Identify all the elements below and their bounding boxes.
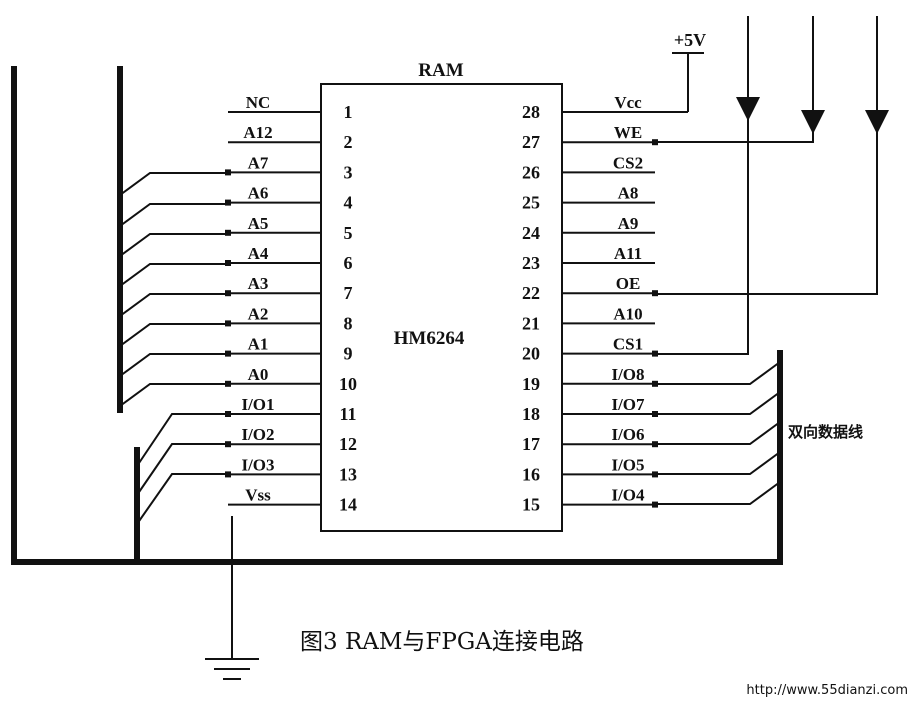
pin-node (652, 471, 658, 478)
pin-number-right: 28 (522, 102, 540, 122)
control-arrows (736, 97, 889, 134)
pin-name-left: NC (246, 93, 271, 112)
pin-number-left: 4 (344, 193, 353, 213)
pin-number-right: 25 (522, 193, 540, 213)
pin-name-right: A11 (614, 244, 642, 263)
pin-node (225, 471, 231, 478)
pin-node (652, 501, 658, 508)
pin-name-left: I/O1 (241, 395, 274, 414)
pin-number-left: 14 (339, 495, 357, 515)
pin-name-right: I/O7 (611, 395, 645, 414)
io-taps-left (136, 413, 228, 525)
pin-name-right: CS1 (613, 335, 643, 354)
pin-node (225, 229, 231, 236)
pin-number-left: 6 (344, 253, 353, 273)
pin-name-right: CS2 (613, 153, 643, 172)
pin-number-left: 13 (339, 464, 357, 484)
pin-node (652, 380, 658, 387)
pin-number-right: 18 (522, 404, 540, 424)
pin-node (225, 411, 231, 417)
pin-number-left: 5 (344, 223, 353, 243)
chip-model: HM6264 (394, 328, 465, 349)
pin-name-left: A12 (243, 123, 272, 142)
pin-name-left: A7 (248, 153, 269, 172)
io-taps-right (655, 361, 781, 505)
pin-name-left: A3 (248, 274, 269, 293)
pin-node (225, 320, 231, 327)
pin-number-left: 10 (339, 374, 357, 394)
pin-node (225, 199, 231, 206)
pin-name-left: A1 (248, 335, 269, 354)
pin-node (225, 441, 231, 448)
pin-number-right: 24 (522, 223, 540, 243)
pin-number-right: 26 (522, 162, 540, 182)
pin-number-left: 8 (344, 313, 353, 333)
pin-number-left: 1 (344, 102, 353, 122)
pin-number-right: 21 (522, 313, 540, 333)
pin-number-left: 2 (344, 132, 353, 152)
pin-node (652, 411, 658, 417)
pin-number-right: 27 (522, 132, 540, 152)
pin-name-left: A4 (248, 244, 269, 263)
pin-number-right: 20 (522, 344, 540, 364)
wiring (11, 16, 889, 680)
pin-name-right: A9 (618, 214, 639, 233)
bus-label: 双向数据线 (788, 423, 863, 441)
left-pin-stubs (225, 111, 321, 506)
pin-node (225, 350, 231, 357)
pin-node (225, 380, 231, 387)
pin-number-right: 17 (522, 434, 540, 454)
ram-chip-body (320, 83, 563, 532)
supply-label: +5V (674, 30, 706, 50)
right-pin-stubs (562, 111, 658, 508)
address-bus-taps (119, 172, 228, 407)
pin-node (652, 350, 658, 357)
pin-node (652, 139, 658, 146)
pin-node (652, 441, 658, 448)
pin-name-right: I/O5 (611, 455, 644, 474)
arrow-down-icon (865, 110, 889, 134)
pin-number-right: 19 (522, 374, 540, 394)
arrow-down-icon (801, 110, 825, 134)
pin-number-left: 7 (344, 283, 353, 303)
figure-caption: 图3 RAM与FPGA连接电路 (300, 629, 584, 655)
pin-node (652, 290, 658, 297)
pin-name-right: A10 (613, 304, 642, 323)
pin-name-left: A0 (248, 365, 269, 384)
pin-number-right: 22 (522, 283, 540, 303)
pin-name-right: I/O8 (611, 365, 644, 384)
pin-node (225, 290, 231, 297)
pin-name-left: Vss (245, 486, 271, 505)
pin-name-left: I/O3 (241, 455, 274, 474)
arrow-down-icon (736, 97, 760, 121)
pin-node (225, 260, 231, 266)
pin-name-right: OE (616, 274, 641, 293)
pin-number-right: 23 (522, 253, 540, 273)
ground-symbol (205, 516, 259, 680)
pin-node (225, 169, 231, 176)
pin-number-left: 3 (344, 162, 353, 182)
pin-name-left: A5 (248, 214, 269, 233)
pin-name-left: A6 (248, 184, 269, 203)
pin-number-right: 16 (522, 464, 540, 484)
pin-name-right: I/O4 (611, 486, 645, 505)
pin-name-left: I/O2 (241, 425, 274, 444)
watermark: http://www.55dianzi.com (746, 683, 908, 698)
pin-number-left: 11 (339, 404, 356, 424)
pin-name-right: Vcc (614, 93, 642, 112)
supply-line (655, 52, 704, 113)
pin-number-left: 9 (344, 344, 353, 364)
pin-name-right: A8 (618, 184, 639, 203)
chip-title: RAM (418, 60, 463, 81)
control-lines (655, 16, 878, 355)
pin-name-left: A2 (248, 304, 269, 323)
pin-name-right: WE (614, 123, 642, 142)
ground-bus (11, 66, 783, 565)
pin-number-left: 12 (339, 434, 357, 454)
pin-number-right: 15 (522, 495, 540, 515)
pin-name-right: I/O6 (611, 425, 644, 444)
